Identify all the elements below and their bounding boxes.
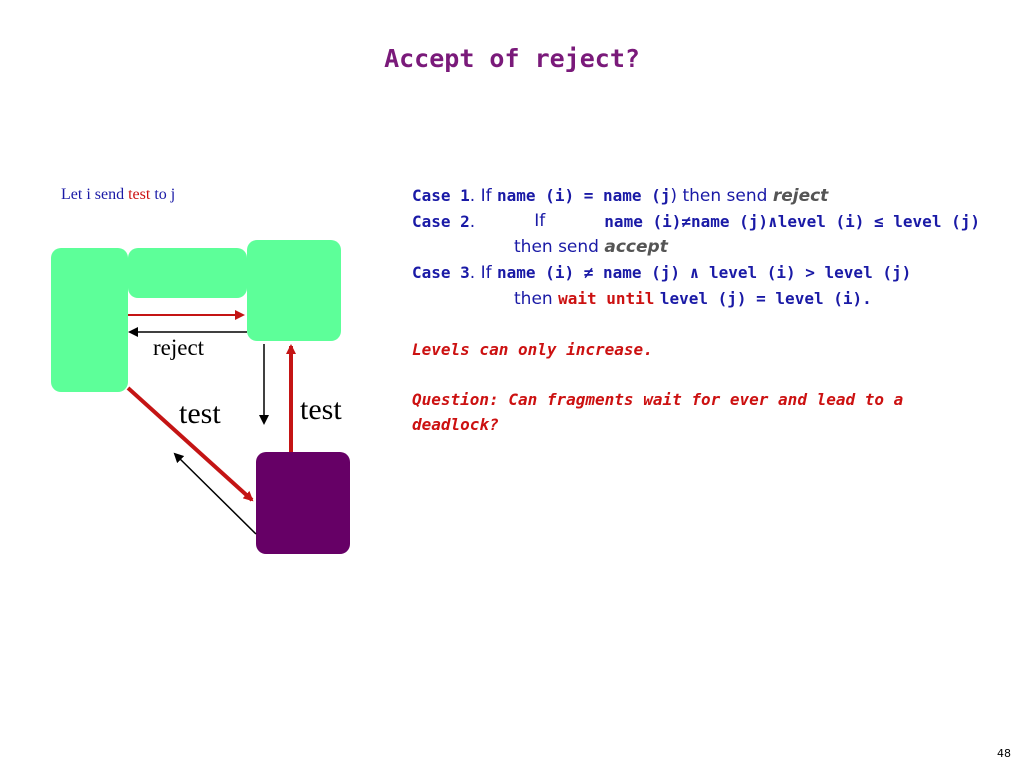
wait-until: wait until [558, 289, 655, 308]
arrow-test-diagonal [126, 386, 254, 502]
caption-suffix: to j [150, 186, 176, 203]
page-number: 48 [997, 747, 1011, 760]
action-reject: reject [772, 186, 829, 206]
label-reject: reject [153, 335, 205, 360]
case-2-line: Case 2. If name (i)≠name (j)∧level (i) ≤… [412, 211, 980, 232]
case-2-then-line: then send accept [514, 237, 668, 257]
caption: Let i send test to j [61, 186, 175, 204]
case-3-line: Case 3. If name (i) ≠ name (j) ∧ level (… [412, 263, 912, 283]
note-levels: Levels can only increase. [412, 340, 653, 359]
fragment-block-middle [128, 248, 247, 298]
arrow-back-diagonal [173, 452, 257, 535]
cases-text: Case 1. If name (i) = name (j) then send… [412, 183, 982, 437]
slide-title: Accept of reject? [384, 44, 640, 73]
caption-highlight: test [128, 186, 151, 203]
caption-prefix: Let i send [61, 186, 129, 203]
fragment-block-left [51, 248, 128, 392]
label-test-left: test [179, 397, 221, 430]
action-accept: accept [604, 237, 668, 257]
case-3-then-line: then wait until level (j) = level (i). [514, 289, 872, 309]
case-1-line: Case 1. If name (i) = name (j) then send… [412, 186, 829, 206]
fragment-block-right [247, 240, 341, 341]
note-question: Question: Can fragments wait for ever an… [412, 390, 904, 434]
node-block [256, 452, 350, 554]
label-test-right: test [300, 393, 342, 426]
